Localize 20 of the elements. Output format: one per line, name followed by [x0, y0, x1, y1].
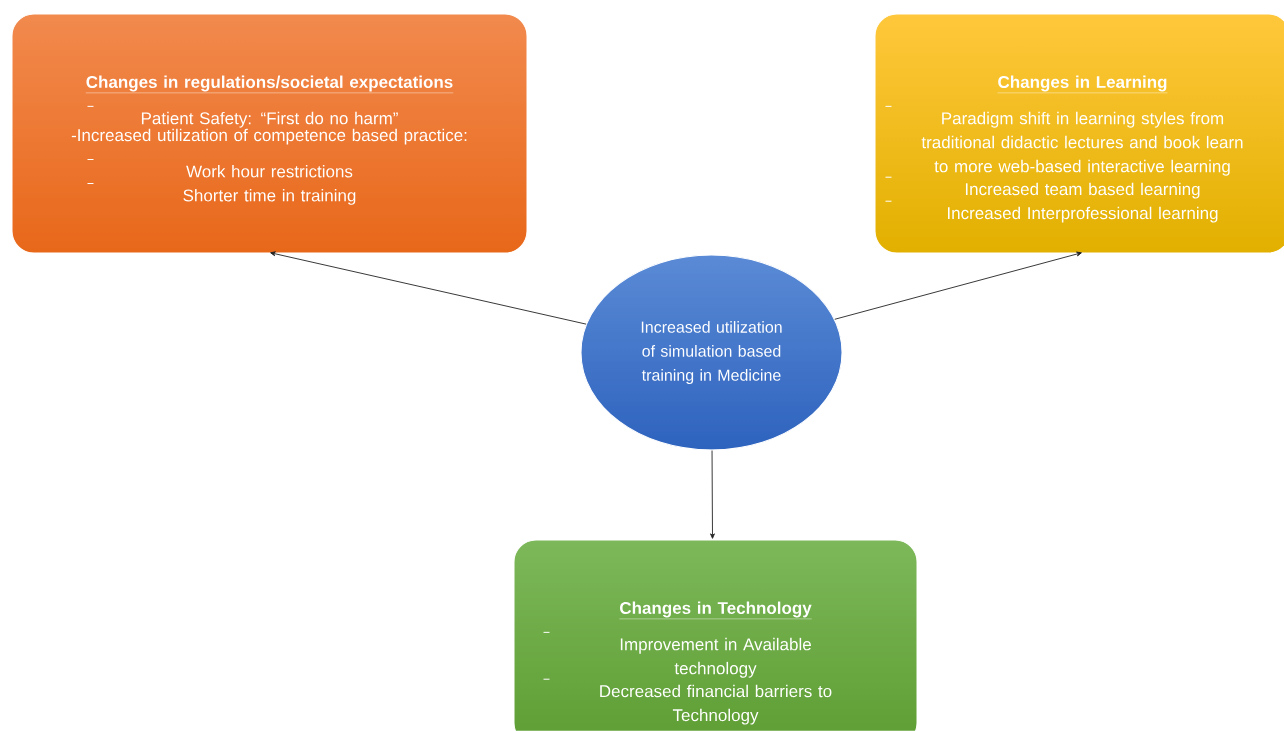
regulations-box: [11, 13, 528, 254]
bullet-item: Work hour restrictions: [87, 159, 353, 178]
arrow: [710, 450, 715, 539]
bullet-item: Patient Safety: “First do no harm”: [87, 105, 398, 128]
center-text: Increased utilization of simulation based training in Medicine: [641, 321, 782, 384]
learning-box: [874, 13, 1284, 254]
list-text: -Increased utilization of competence based practice:: [71, 128, 467, 145]
bullet-item: Increased Interprofessional learning: [885, 200, 1218, 223]
technology-box: [513, 539, 918, 731]
bullet-item: Improvement in Available technology: [543, 631, 811, 678]
arrow: [834, 251, 1082, 320]
bullet-item: Increased team based learning: [885, 176, 1200, 199]
heading: Changes in Technology: [619, 601, 812, 620]
bullet-item: Shorter time in training: [87, 183, 356, 205]
heading: Changes in regulations/societal expectations: [85, 75, 454, 94]
heading: Changes in Learning: [997, 75, 1168, 94]
center-ellipse: [580, 254, 843, 451]
arrow: [270, 251, 587, 325]
bullet-item: Decreased financial barriers to Technology: [543, 678, 832, 725]
bullet-item: Paradigm shift in learning styles from traditional didactic lectures and book learn to more web-based interactive learning: [885, 105, 1243, 176]
